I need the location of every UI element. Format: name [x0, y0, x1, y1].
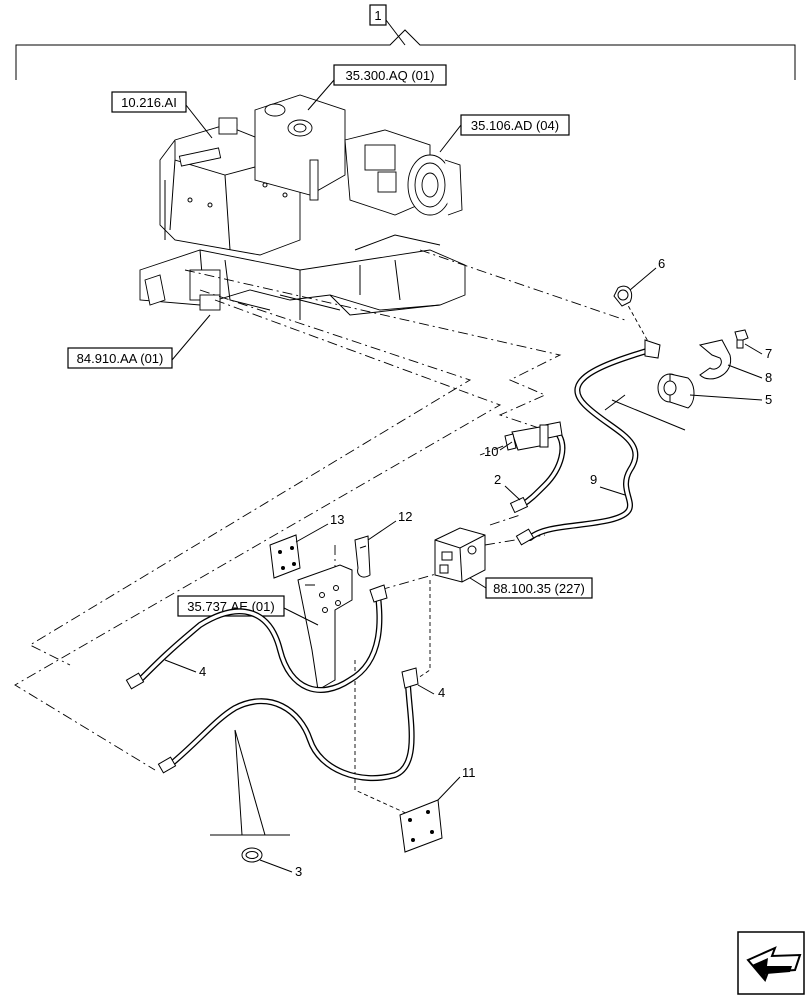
svg-text:35.106.AD (04): 35.106.AD (04) [471, 118, 559, 133]
hose-4-lower[interactable] [157, 667, 419, 782]
arrow-back-icon[interactable] [737, 931, 805, 995]
callout-4-upper: 4 [199, 664, 206, 679]
ref-box-35300[interactable]: 35.300.AQ (01) [333, 64, 447, 86]
hose-2[interactable] [509, 421, 566, 514]
clip-3[interactable] [241, 847, 263, 863]
top-group-bracket [15, 29, 796, 80]
grommet-5[interactable] [657, 373, 695, 409]
callout-3: 3 [295, 864, 302, 879]
machine-frame [139, 94, 466, 320]
hose-9[interactable] [515, 339, 661, 546]
callout-7: 7 [765, 346, 772, 361]
svg-text:84.910.AA (01): 84.910.AA (01) [77, 351, 164, 366]
callout-8: 8 [765, 370, 772, 385]
routing-lines [14, 249, 651, 816]
callout-4-lower: 4 [438, 685, 445, 700]
plate-11[interactable] [399, 799, 443, 853]
bolt-7[interactable] [734, 329, 749, 349]
svg-text:88.100.35 (227): 88.100.35 (227) [493, 581, 585, 596]
callouts: 6 7 8 5 10 2 9 13 12 4 4 11 3 [164, 256, 772, 879]
plate-13[interactable] [269, 534, 301, 579]
valve-block[interactable] [434, 527, 486, 583]
callout-2: 2 [494, 472, 501, 487]
clamp-8[interactable] [698, 339, 732, 380]
callout-9: 9 [590, 472, 597, 487]
callout-12: 12 [398, 509, 412, 524]
callout-6: 6 [658, 256, 665, 271]
callout-10: 10 [484, 444, 498, 459]
svg-text:35.300.AQ (01): 35.300.AQ (01) [346, 68, 435, 83]
ref-box-84910[interactable]: 84.910.AA (01) [67, 347, 173, 369]
svg-text:35.737.AE (01): 35.737.AE (01) [187, 599, 274, 614]
elbow-fitting-6[interactable] [613, 285, 633, 307]
ref-box-group-1[interactable]: 1 [369, 4, 387, 26]
group-label: 1 [374, 8, 381, 23]
bracket-12[interactable] [354, 535, 371, 578]
ref-box-88100[interactable]: 88.100.35 (227) [485, 577, 593, 599]
hose-4-upper[interactable] [125, 584, 388, 693]
svg-text:10.216.AI: 10.216.AI [121, 95, 177, 110]
callout-13: 13 [330, 512, 344, 527]
callout-11: 11 [462, 765, 476, 780]
fitting-10[interactable] [504, 424, 549, 451]
mounting-bracket[interactable] [297, 564, 353, 691]
ref-box-10216[interactable]: 10.216.AI [111, 91, 187, 113]
ref-box-35737[interactable]: 35.737.AE (01) [177, 595, 285, 617]
callout-5: 5 [765, 392, 772, 407]
ref-box-35106[interactable]: 35.106.AD (04) [460, 114, 570, 136]
